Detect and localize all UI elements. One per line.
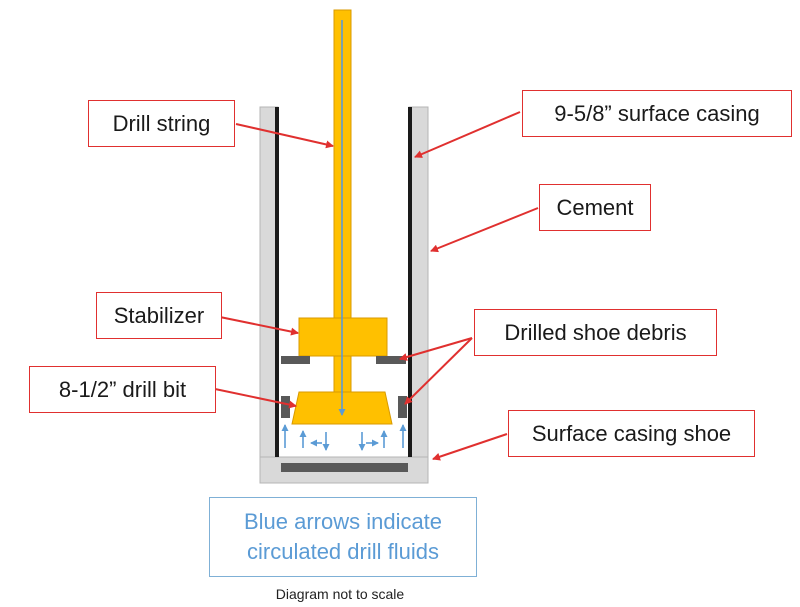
callout-drill-string [235,123,334,149]
callout-drill-bit [214,388,297,409]
stabilizer [298,317,388,357]
label-surface-casing-shoe: Surface casing shoe [508,410,755,457]
legend-note: Blue arrows indicate circulated drill fl… [209,497,477,577]
callout-debris-upper [399,337,473,361]
legend-note-line1: Blue arrows indicate [243,509,443,534]
callout-cement [430,207,539,253]
scale-note: Diagram not to scale [275,586,405,602]
drilled-shoe-debris [281,356,407,418]
label-stabilizer: Stabilizer [96,292,222,339]
callout-stabilizer [214,315,299,336]
label-surface-casing: 9-5/8” surface casing [522,90,792,137]
callout-surface-casing-shoe [432,433,508,461]
label-drill-bit: 8-1/2” drill bit [29,366,216,413]
label-cement: Cement [539,184,651,231]
callout-debris-lower [404,337,473,405]
surface-casing-shoe [281,463,408,472]
fluid-arrows [281,20,407,451]
callout-surface-casing [414,111,521,158]
surface-casing [275,107,412,457]
legend-note-line2: circulated drill fluids [247,539,439,564]
label-drill-string: Drill string [88,100,235,147]
callout-lines [214,111,539,461]
label-drilled-shoe-debris: Drilled shoe debris [474,309,717,356]
